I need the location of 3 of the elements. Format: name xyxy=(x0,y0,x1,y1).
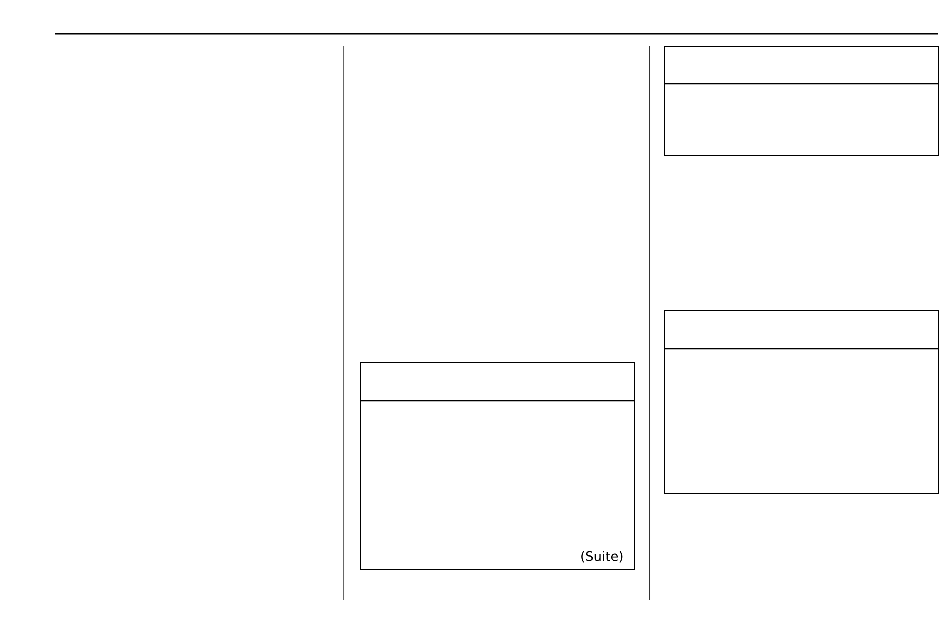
panel-box: (Suite) xyxy=(360,362,636,570)
panel-box xyxy=(664,310,940,494)
panel-box xyxy=(664,46,940,156)
